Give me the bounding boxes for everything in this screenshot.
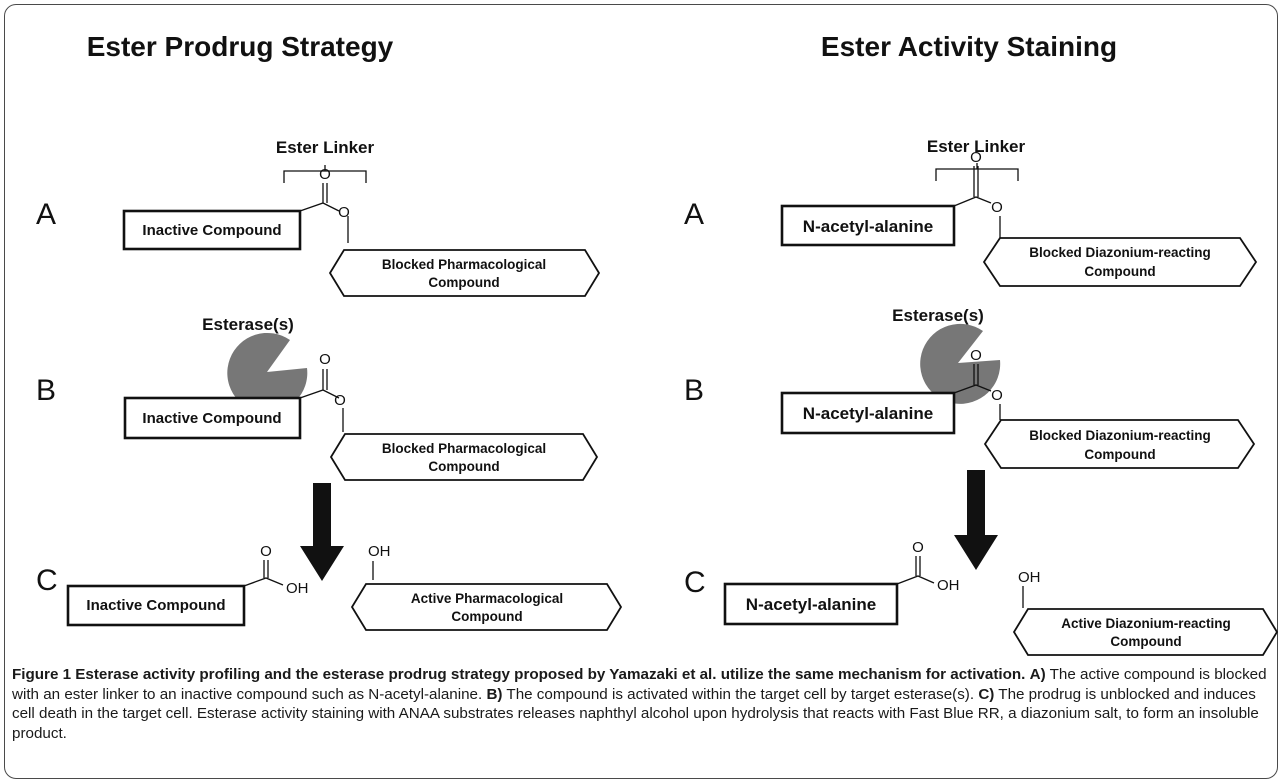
right-a-acetylalanine-label: N-acetyl-alanine	[803, 217, 933, 236]
right-a-blocked-compound-shape	[982, 237, 1258, 287]
right-b-ester-bonds	[953, 364, 992, 394]
left-reaction-arrow	[300, 483, 344, 581]
right-b-ester-o: O	[991, 387, 1003, 404]
left-a-blocked-compound-shape	[328, 249, 601, 297]
right-b-carbonyl-o: O	[970, 347, 982, 364]
left-esterase-enzyme-icon	[227, 332, 308, 413]
right-a-ester-o: O	[991, 199, 1003, 216]
left-row-b-letter: B	[36, 374, 56, 407]
left-a-blocked-line2: Compound	[428, 275, 499, 290]
right-esterase-label: Esterase(s)	[892, 306, 984, 325]
right-ester-linker-bracket	[935, 163, 1019, 181]
right-c-acid-bonds	[896, 556, 935, 585]
left-a-ester-bonds	[299, 183, 349, 243]
left-row-c-letter: C	[36, 564, 58, 597]
right-b-acetylalanine-box	[780, 391, 956, 435]
left-row-a-letter: A	[36, 198, 56, 231]
right-c-active-line2: Compound	[1110, 634, 1181, 649]
left-esterase-label: Esterase(s)	[202, 315, 294, 334]
left-b-carbonyl-o: O	[319, 351, 331, 368]
left-a-carbonyl-o: O	[319, 166, 331, 183]
right-row-a-letter: A	[684, 198, 704, 231]
right-reaction-arrow	[954, 470, 998, 570]
left-c-active-line2: Compound	[451, 609, 522, 624]
left-c-acid-bonds	[243, 560, 284, 587]
right-b-blocked-compound-shape	[983, 419, 1256, 469]
right-c-acetylalanine-box	[723, 582, 899, 626]
right-c-active-line1: Active Diazonium-reacting	[1061, 616, 1231, 631]
caption-b-text: The compound is activated within the tar…	[502, 685, 979, 703]
left-a-blocked-line1: Blocked Pharmacological	[382, 257, 546, 272]
right-c-alcohol-oh: OH	[1018, 569, 1041, 586]
caption-c-text: The prodrug is unblocked and induces cel…	[12, 685, 1259, 742]
right-a-blocked-line2: Compound	[1084, 264, 1155, 279]
left-c-inactive-label: Inactive Compound	[86, 597, 225, 614]
left-b-blocked-compound-shape	[329, 433, 599, 481]
caption-a-label: A)	[1029, 666, 1046, 683]
right-a-acetylalanine-box	[780, 204, 956, 247]
right-row-b-letter: B	[684, 374, 704, 407]
figure-diagram: .t { font-family: "Liberation Sans", san…	[36, 31, 1279, 656]
figure-caption: Figure 1 Esterase activity profiling and…	[12, 665, 1274, 743]
left-c-inactive-box	[66, 584, 246, 627]
left-b-blocked-line1: Blocked Pharmacological	[382, 441, 546, 456]
right-c-acid-oh: OH	[937, 577, 960, 594]
left-panel-title: Ester Prodrug Strategy	[87, 31, 394, 62]
left-ester-linker-bracket	[283, 165, 367, 183]
caption-c-label: C)	[978, 685, 995, 703]
left-c-active-line1: Active Pharmacological	[411, 591, 563, 606]
right-b-blocked-line2: Compound	[1084, 447, 1155, 462]
right-a-blocked-line1: Blocked Diazonium-reacting	[1029, 245, 1211, 260]
right-c-active-compound-shape	[1012, 608, 1279, 656]
left-b-inactive-label: Inactive Compound	[142, 410, 281, 427]
left-ester-linker-label: Ester Linker	[276, 138, 375, 157]
caption-a-text: The active compound is blocked with an e…	[12, 666, 1267, 703]
left-a-ester-o: O	[338, 204, 350, 221]
left-a-inactive-box	[122, 209, 302, 251]
right-b-blocked-line1: Blocked Diazonium-reacting	[1029, 428, 1211, 443]
left-c-active-compound-shape	[350, 583, 623, 631]
right-c-acetylalanine-label: N-acetyl-alanine	[746, 595, 876, 614]
left-b-ester-o: O	[334, 392, 346, 409]
right-esterase-enzyme-icon	[920, 323, 1001, 404]
right-row-c-letter: C	[684, 566, 706, 599]
right-panel-title: Ester Activity Staining	[821, 31, 1117, 62]
caption-figure-label: Figure 1 Esterase activity profiling and…	[12, 666, 1026, 683]
right-b-acetylalanine-label: N-acetyl-alanine	[803, 404, 933, 423]
left-c-carbonyl-o: O	[260, 543, 272, 560]
left-b-inactive-box	[123, 396, 302, 440]
right-ester-linker-label: Ester Linker	[927, 137, 1026, 156]
left-c-alcohol-oh: OH	[368, 543, 391, 560]
right-c-carbonyl-o: O	[912, 539, 924, 556]
right-a-ester-bonds	[953, 166, 992, 207]
caption-b-label: B)	[486, 685, 503, 703]
left-b-blocked-line2: Compound	[428, 459, 499, 474]
left-b-ester-bonds	[299, 369, 344, 432]
left-c-acid-oh: OH	[286, 580, 309, 597]
left-a-inactive-label: Inactive Compound	[142, 222, 281, 239]
right-a-carbonyl-o: O	[970, 149, 982, 166]
